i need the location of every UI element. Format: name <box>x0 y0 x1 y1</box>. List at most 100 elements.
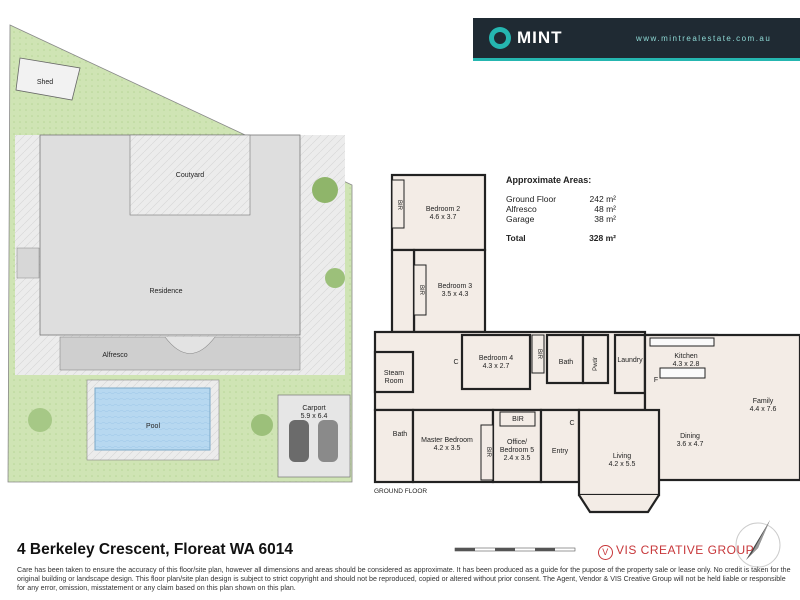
north-arrow-icon <box>735 520 781 568</box>
master-bedroom-dims: 4.2 x 3.5 <box>434 445 461 452</box>
kitchen-counter <box>649 337 715 347</box>
office-dims: 2.4 x 3.5 <box>504 455 531 462</box>
pool <box>94 387 211 451</box>
tree-2 <box>325 268 345 288</box>
area-value: 48 m² <box>594 204 616 214</box>
bedroom-2-dims: 4.6 x 3.7 <box>430 214 457 221</box>
tree-3 <box>251 414 273 436</box>
car-1 <box>289 420 309 462</box>
shed-label: Shed <box>37 79 53 86</box>
areas-row: Garage 38 m² <box>506 214 616 224</box>
brand-name: MINT <box>517 28 563 47</box>
areas-row: Ground Floor 242 m² <box>506 194 616 204</box>
bir-bed4-label: BIR <box>536 349 542 360</box>
bir-office <box>499 411 536 427</box>
room-pwdr <box>581 333 610 385</box>
kitchen-dims: 4.3 x 2.8 <box>673 361 700 368</box>
areas-title: Approximate Areas: <box>506 175 592 185</box>
bedroom-2-label: Bedroom 2 <box>426 206 460 213</box>
brand-url[interactable]: www.mintrealestate.com.au <box>636 34 772 43</box>
property-address: 4 Berkeley Crescent, Floreat WA 6014 <box>17 541 293 558</box>
pwdr-label: Pwdr <box>593 357 599 371</box>
courtyard-area <box>129 134 251 216</box>
areas-row: Alfresco 48 m² <box>506 204 616 214</box>
mint-logo-icon <box>489 27 511 49</box>
living-dims: 4.2 x 5.5 <box>609 461 636 468</box>
office-label-1: Office/ <box>507 439 527 446</box>
area-label: Alfresco <box>506 204 537 214</box>
room-bath-2 <box>373 408 415 484</box>
brand-accent-stripe <box>473 58 800 61</box>
family-label: Family <box>753 398 774 405</box>
carport-dims: 5.9 x 6.4 <box>301 413 328 420</box>
car-2 <box>318 420 338 462</box>
pool-label: Pool <box>146 423 160 430</box>
steam-room-label-1: Steam <box>384 370 404 377</box>
entry-label: Entry <box>552 448 569 455</box>
site-steps <box>16 247 40 279</box>
cupboard-label-2: C <box>569 420 574 427</box>
shed <box>15 57 81 101</box>
hall-west <box>390 248 416 334</box>
room-master <box>411 408 495 484</box>
steam-room-label-2: Room <box>385 378 404 385</box>
bir-bed2-label: BIR <box>396 200 402 211</box>
living-bay <box>578 494 660 514</box>
fridge-label: F <box>654 377 658 384</box>
bir-bed3-label: BIR <box>418 285 424 296</box>
tree-1 <box>312 177 338 203</box>
area-value: 242 m² <box>589 194 616 204</box>
bir-office-label: BIR <box>512 416 524 423</box>
bath-1-label: Bath <box>559 359 574 366</box>
alfresco-label: Alfresco <box>102 352 127 359</box>
bir-bed3 <box>413 264 427 316</box>
alfresco-curve <box>164 336 216 354</box>
room-living <box>577 408 661 497</box>
scale-bar <box>454 547 576 552</box>
vis-badge-icon: V <box>598 545 613 560</box>
bedroom-3-label: Bedroom 3 <box>438 283 472 290</box>
family-dims: 4.4 x 7.6 <box>750 406 777 413</box>
site-plan: Shed Coutyard Residence Alfresco Pool Ca… <box>7 24 353 483</box>
tree-4 <box>28 408 52 432</box>
bir-master <box>480 424 494 481</box>
area-total-value: 328 m² <box>589 233 616 243</box>
room-steam <box>373 350 415 394</box>
kitchen-bench <box>659 367 706 379</box>
bath-2-label: Bath <box>393 431 408 438</box>
cupboard-label-1: C <box>453 359 458 366</box>
residence-label: Residence <box>149 288 182 295</box>
vis-group-name: VIS CREATIVE GROUP <box>616 543 755 557</box>
dining-label: Dining <box>680 433 700 440</box>
floor-level-label: GROUND FLOOR <box>374 488 428 495</box>
room-bedroom-4 <box>460 333 532 391</box>
bedroom-3-dims: 3.5 x 4.3 <box>442 291 469 298</box>
laundry-label: Laundry <box>617 357 643 364</box>
room-family <box>643 333 800 482</box>
bir-master-label: BIR <box>485 447 491 458</box>
bir-bed4 <box>531 334 545 374</box>
approximate-areas: Approximate Areas: Ground Floor 242 m² A… <box>506 175 616 243</box>
areas-total-row: Total 328 m² <box>506 233 616 243</box>
living-label: Living <box>613 453 631 460</box>
bir-bed2 <box>391 179 405 229</box>
dining-dims: 3.6 x 4.7 <box>677 441 704 448</box>
area-label: Ground Floor <box>506 194 557 204</box>
brand-banner <box>473 18 800 60</box>
room-laundry <box>613 333 647 395</box>
bedroom-4-dims: 4.3 x 2.7 <box>483 363 510 370</box>
disclaimer-text: Care has been taken to ensure the accura… <box>17 566 791 592</box>
office-label-2: Bedroom 5 <box>500 447 534 454</box>
master-bedroom-label: Master Bedroom <box>421 437 473 444</box>
courtyard-label: Coutyard <box>176 172 205 179</box>
area-label: Garage <box>506 214 535 224</box>
kitchen-label: Kitchen <box>674 353 697 360</box>
floor-plan-labels: Bedroom 2 4.6 x 3.7 Bedroom 3 3.5 x 4.3 … <box>384 200 777 468</box>
carport-label: Carport <box>302 405 325 412</box>
area-total-label: Total <box>506 233 526 243</box>
area-value: 38 m² <box>594 214 616 224</box>
bedroom-4-label: Bedroom 4 <box>479 355 513 362</box>
floor-plan <box>373 173 800 514</box>
